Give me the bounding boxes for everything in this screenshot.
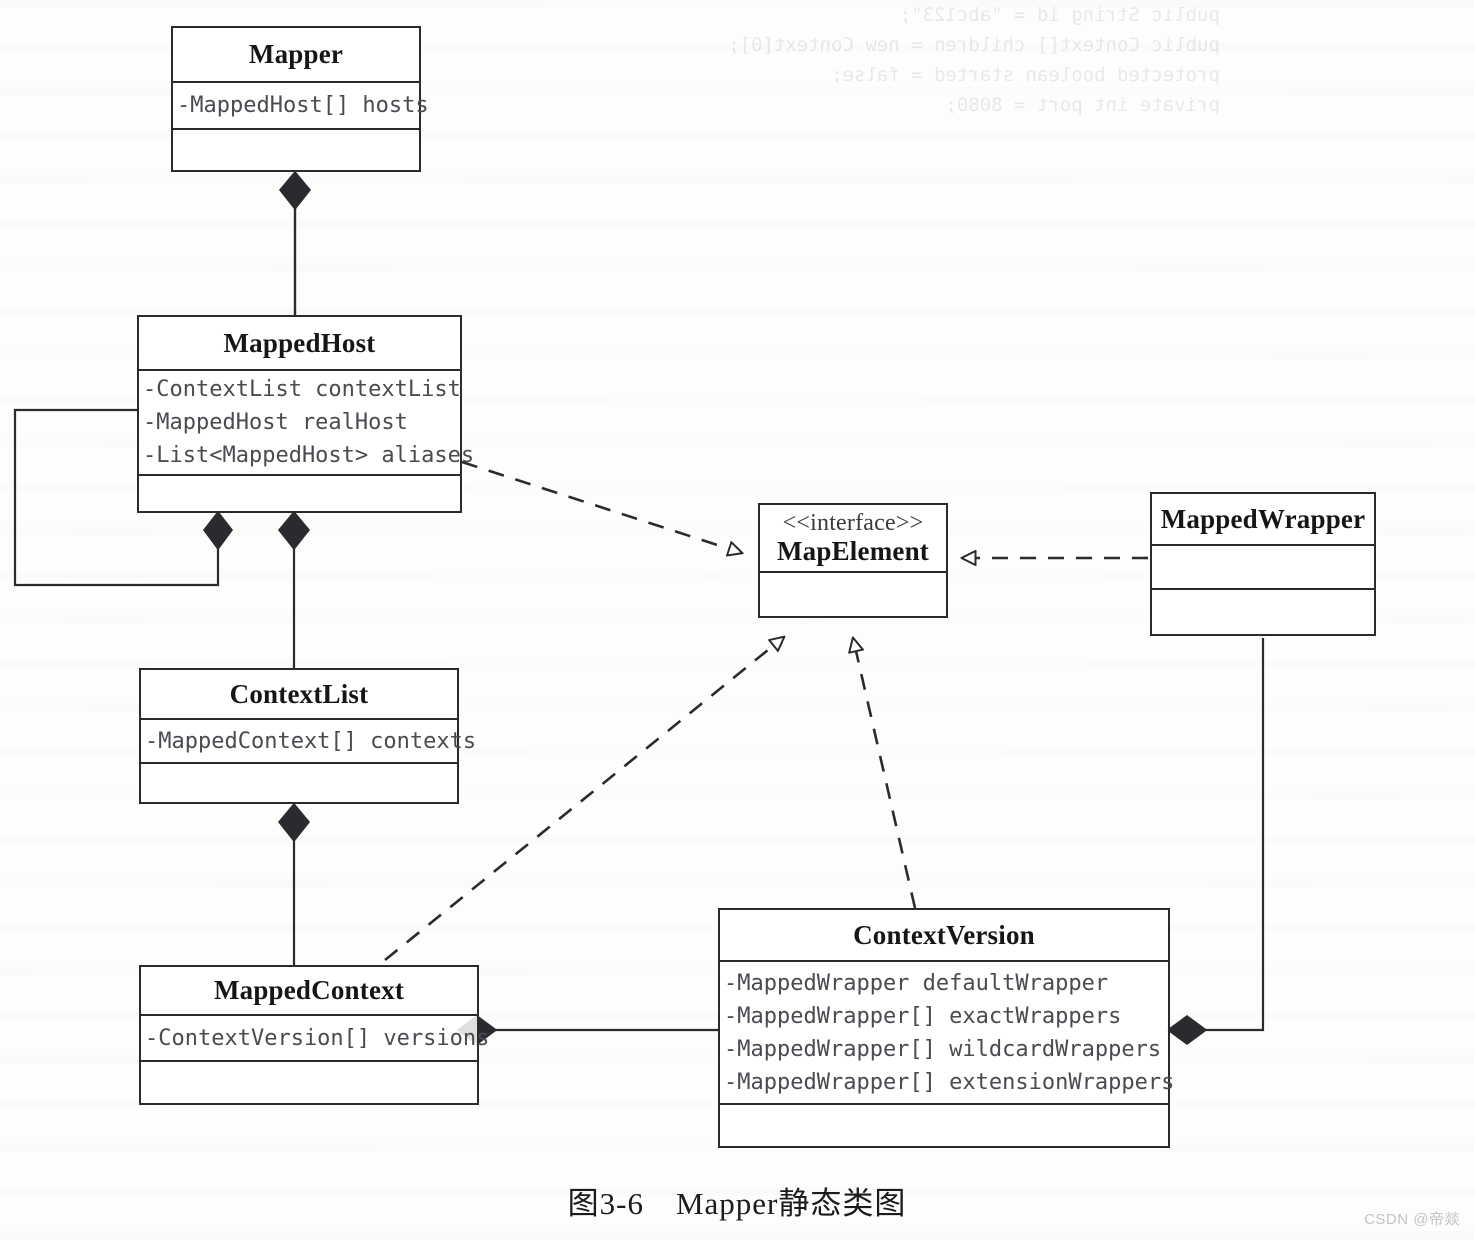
class-attributes-mapper: -MappedHost[] hosts	[173, 81, 429, 128]
class-name-mappedcontext: MappedContext	[213, 975, 405, 1005]
edge-mappedcontext-to-contextversion	[456, 1015, 718, 1045]
class-attribute: -List<MappedHost> aliases	[143, 443, 475, 468]
scan-bleed-text: public String id = "abc123"; public Cont…	[728, 4, 1220, 116]
class-box-contextversion[interactable]: ContextVersion -MappedWrapper defaultWra…	[718, 908, 1175, 1148]
watermark: CSDN @帝燚	[1364, 1211, 1460, 1228]
edge-mappedhost-realizes-mapelement	[461, 460, 742, 553]
edge-contextversion-realizes-mapelement	[853, 638, 917, 909]
class-operations-mappedwrapper	[1152, 588, 1374, 634]
class-name-mapper: Mapper	[248, 39, 344, 69]
class-attribute: -MappedContext[] contexts	[145, 728, 477, 754]
class-name-mapelement: MapElement	[777, 536, 929, 567]
class-attribute: -MappedWrapper defaultWrapper	[724, 970, 1109, 996]
class-box-mappedcontext[interactable]: MappedContext -ContextVersion[] versions	[139, 965, 490, 1105]
class-box-mappedwrapper[interactable]: MappedWrapper	[1150, 492, 1376, 636]
class-attribute: -MappedHost realHost	[143, 410, 408, 435]
class-attributes-mappedcontext: -ContextVersion[] versions	[141, 1014, 490, 1060]
class-title-contextversion: ContextVersion	[720, 910, 1168, 960]
class-operations-contextversion	[720, 1103, 1168, 1146]
edge-mappedhost-to-contextlist	[277, 510, 311, 668]
class-attributes-contextlist: -MappedContext[] contexts	[141, 718, 477, 762]
class-attribute: -ContextVersion[] versions	[145, 1025, 490, 1051]
edge-mapper-to-mappedhost	[278, 170, 312, 315]
class-operations-contextlist	[141, 762, 457, 804]
class-name-mappedhost: MappedHost	[223, 327, 376, 358]
class-operations-mappedcontext	[141, 1060, 477, 1105]
figure-caption: 图3-6 Mapper静态类图	[567, 1186, 907, 1221]
class-title-mappedhost: MappedHost	[139, 317, 460, 369]
class-box-mappedhost[interactable]: MappedHost -ContextList contextList -Map…	[137, 315, 475, 513]
class-operations-mappedhost	[139, 474, 460, 513]
class-attributes-contextversion: -MappedWrapper defaultWrapper -MappedWra…	[720, 960, 1175, 1103]
class-box-mapper[interactable]: Mapper -MappedHost[] hosts	[171, 26, 429, 172]
class-title-mapper: Mapper	[173, 28, 419, 81]
class-title-mappedcontext: MappedContext	[141, 967, 477, 1014]
class-title-mapelement: <<interface>> MapElement	[760, 505, 946, 571]
class-name-mappedwrapper: MappedWrapper	[1160, 503, 1366, 534]
class-attribute: -ContextList contextList	[143, 377, 461, 402]
class-attribute: -MappedWrapper[] extensionWrappers	[724, 1069, 1175, 1095]
class-attributes-mappedwrapper	[1152, 544, 1374, 588]
class-operations-mapelement	[760, 571, 946, 616]
class-attributes-mappedhost: -ContextList contextList -MappedHost rea…	[139, 369, 475, 474]
class-attribute: -MappedHost[] hosts	[177, 93, 429, 118]
class-name-contextlist: ContextList	[229, 678, 369, 709]
class-attribute: -MappedWrapper[] exactWrappers	[724, 1003, 1122, 1029]
edge-contextlist-to-mappedcontext	[277, 802, 311, 965]
class-title-mappedwrapper: MappedWrapper	[1152, 494, 1374, 544]
edge-contextversion-to-mappedwrapper	[1166, 638, 1265, 1045]
class-title-contextlist: ContextList	[141, 670, 457, 718]
class-box-mapelement[interactable]: <<interface>> MapElement	[758, 503, 948, 618]
class-operations-mapper	[173, 128, 419, 170]
class-stereotype-mapelement: <<interface>>	[782, 509, 924, 536]
class-name-contextversion: ContextVersion	[853, 919, 1035, 950]
class-box-contextlist[interactable]: ContextList -MappedContext[] contexts	[139, 668, 477, 804]
class-attribute: -MappedWrapper[] wildcardWrappers	[724, 1036, 1162, 1062]
